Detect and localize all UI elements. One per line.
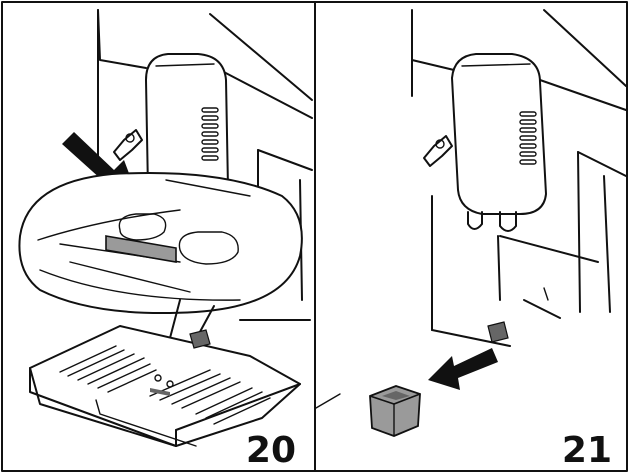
drip-tray <box>29 325 301 447</box>
machine-body-outline-21 <box>411 9 627 347</box>
step-number-20: 20 <box>246 430 296 471</box>
drip-tray-bar-part <box>105 235 177 263</box>
coffee-spouts <box>467 211 517 232</box>
machine-body-outline <box>97 9 313 321</box>
vent-slots-21 <box>519 111 537 165</box>
steam-nozzle <box>113 129 143 161</box>
arrow-left-icon <box>428 348 498 390</box>
panel-20: 20 <box>18 9 313 471</box>
dispenser-unit-21 <box>451 53 547 232</box>
steam-nozzle-21 <box>423 135 453 167</box>
step-number-21: 21 <box>562 430 612 471</box>
panel-21: 21 <box>315 9 627 471</box>
vent-slots <box>201 107 219 161</box>
removed-part-cup <box>369 385 421 437</box>
drip-tray-slots <box>59 345 271 425</box>
